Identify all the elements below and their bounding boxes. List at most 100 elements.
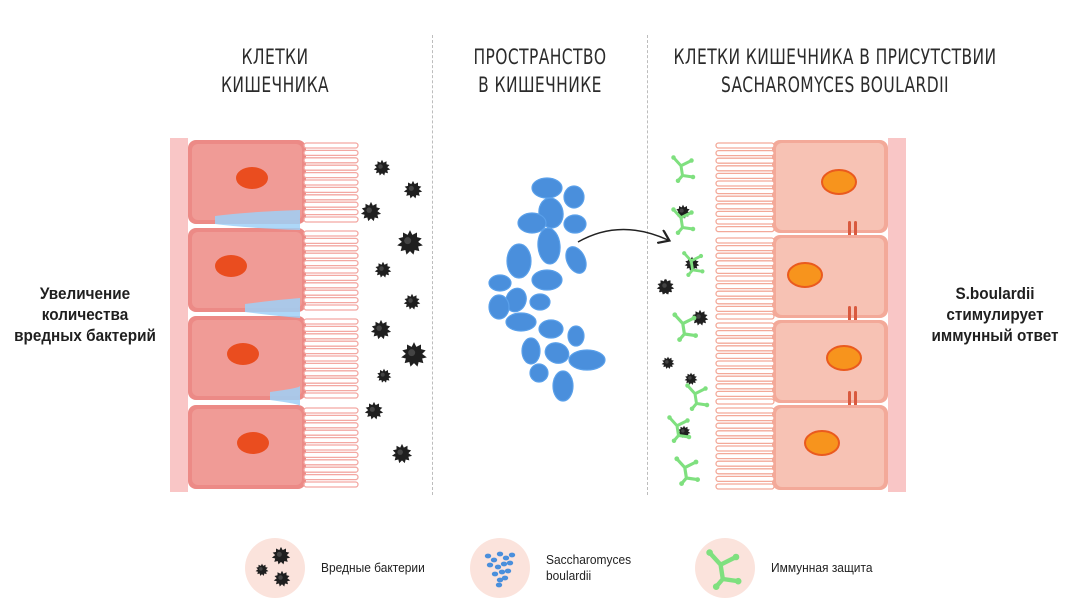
microvillus [303,392,359,399]
divider-right [647,35,648,495]
cell-nucleus [215,255,247,277]
heading-intestinal-space: ПРОСТРАНСТВО В КИШЕЧНИКЕ [450,43,630,99]
microvillus [303,407,359,414]
harmful-bacterium [376,368,392,383]
microvillus [303,444,359,451]
caption-line: иммунный ответ [931,326,1059,345]
saccharomyces-cell [505,287,527,313]
microvillus [303,216,359,223]
microvillus [715,445,775,452]
caption-line: Увеличение [39,284,131,303]
microvillus [715,203,775,210]
microvillus [715,422,775,429]
microvillus [303,157,359,164]
microvillus [715,483,775,490]
saccharomyces-cell [506,243,532,279]
microvillus [715,142,775,149]
caption-harmful-bacteria-increase: Увеличение количества вредных бактерий [9,283,162,346]
microvillus [715,267,775,275]
microvillus [715,225,775,233]
microvillus [715,383,775,390]
divider-left [432,35,433,495]
microvillus [303,208,359,216]
harmful-bacteria-group [360,159,427,464]
right-epithelium [715,140,888,490]
cell-nucleus [227,343,259,365]
microvillus [715,375,775,382]
harmful-bacterium [373,159,391,176]
yeast-dot [495,582,503,588]
microvillus [303,333,359,340]
leaky-gap [270,386,300,406]
microvillus [715,195,775,202]
caption-line: вредных бактерий [14,326,156,345]
microvillus [303,245,359,252]
basement-membrane-right [888,138,906,492]
harmful-bacterium [360,201,382,222]
microvillus [715,149,775,157]
microvillus [303,384,359,392]
microvillus [715,210,775,218]
yeast-dot [490,557,498,563]
legend-immune-defense: Иммунная защита [695,537,881,599]
microvillus [303,466,359,473]
microvillus [303,164,359,171]
saccharomyces-cell [537,227,561,265]
microvillus [303,230,359,237]
microvillus [715,157,775,164]
leaky-gap [245,298,300,318]
immune-cell-icon [695,538,755,598]
saccharomyces-cell [544,342,570,364]
microvillus [303,481,359,488]
immune-cell [669,153,697,183]
microvillus [303,296,359,304]
microvillus [303,289,359,296]
microvillus [303,362,359,370]
microvillus [715,360,775,367]
yeast-dot [496,551,504,557]
harmful-bacterium [364,401,384,420]
saccharomyces-cell [517,212,547,234]
saccharomyces-cell [531,177,563,199]
microvillus [303,149,359,157]
saccharomyces-icon [470,538,530,598]
yeast-dot [500,561,508,567]
immune-cell [683,381,711,411]
microvillus [715,237,775,244]
microvillus [303,370,359,377]
arrow-icon [577,228,668,242]
microvillus [715,329,775,337]
legend-label: Вредные бактерии [321,560,425,575]
yeast-dot [496,577,504,583]
microvillus [715,468,775,475]
saccharomyces-cell [552,370,574,402]
microvillus [715,172,775,180]
microvillus [715,398,775,405]
microvillus [303,414,359,422]
saccharomyces-cell [529,363,549,383]
yeast-dot [486,562,494,568]
heading-line: КЛЕТКИ КИШЕЧНИКА В ПРИСУТСТВИИ [673,45,997,69]
microvillus [303,377,359,384]
microvillus [715,452,775,460]
saccharomyces-cell [488,294,510,320]
cell-nucleus [826,345,862,371]
saccharomyces-cell [568,349,606,371]
microvillus [303,429,359,436]
saccharomyces-cluster [488,177,606,402]
microvillus [303,325,359,333]
cell-body [776,238,884,315]
microvillus [303,318,359,325]
microvillus [715,322,775,329]
yeast-dot [501,575,509,581]
microvillus [715,218,775,225]
microvillus [715,475,775,483]
microvillus [303,436,359,444]
microvillus [303,347,359,355]
harmful-bacterium [684,372,698,385]
microvillus [715,352,775,360]
caption-line: S.boulardii [955,284,1035,303]
microvillus [715,298,775,305]
yeast-dot [491,571,499,577]
leaky-gap [215,210,300,230]
